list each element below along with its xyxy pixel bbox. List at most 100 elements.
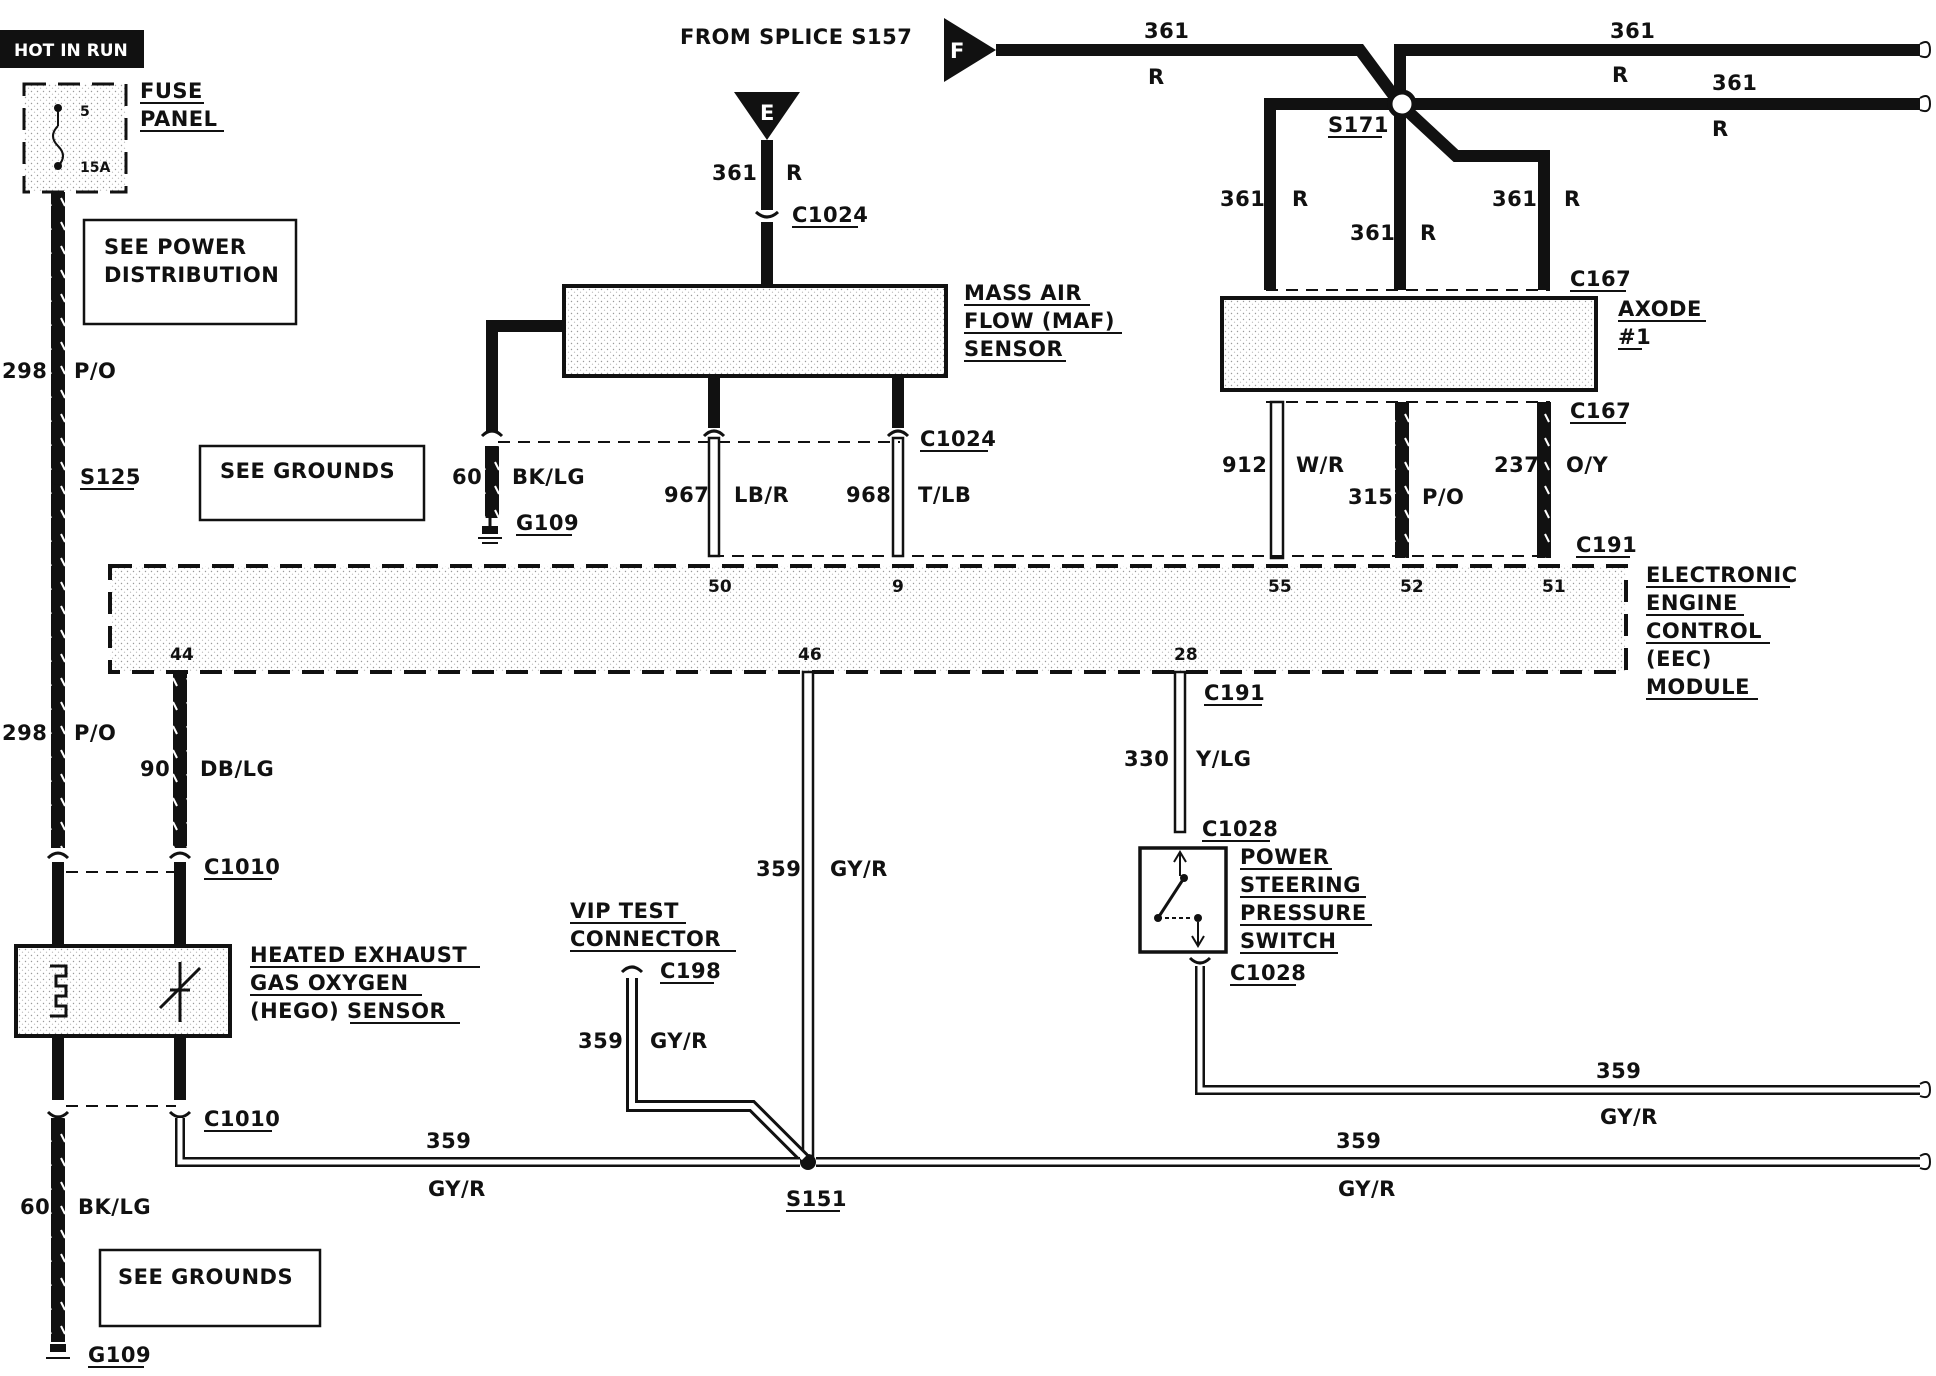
w361f1-col: R <box>1148 65 1165 89</box>
w361f3-col: R <box>1712 117 1729 141</box>
wires-361-top <box>996 41 1932 290</box>
hego-sensor <box>14 944 232 1038</box>
eec-label-4: (EEC) <box>1646 647 1712 671</box>
s125-label: S125 <box>80 465 141 489</box>
ps-label-2: STEERING <box>1240 873 1361 897</box>
eec-label-5: MODULE <box>1646 675 1750 699</box>
fuse-label-2: PANEL <box>140 107 218 131</box>
s151-label: S151 <box>786 1187 847 1211</box>
hot-in-run-text: HOT IN RUN <box>14 41 128 61</box>
vip-label-1: VIP TEST <box>570 899 679 923</box>
vip-label-2: CONNECTOR <box>570 927 721 951</box>
pin-9: 9 <box>892 577 904 597</box>
fuse-label-1: FUSE <box>140 79 203 103</box>
w359vip-num: 359 <box>578 1029 623 1053</box>
c198-label: C198 <box>660 959 721 983</box>
c1010-bot-label: C1010 <box>204 1107 280 1131</box>
w361d1-num: 361 <box>1220 187 1265 211</box>
w60b-col: BK/LG <box>78 1195 151 1219</box>
c1010-top-label: C1010 <box>204 855 280 879</box>
see-grounds-1: SEE GROUNDS <box>220 459 395 483</box>
fuse-rating: 15A <box>80 160 110 176</box>
see-grounds-2: SEE GROUNDS <box>118 1265 293 1289</box>
pin-52: 52 <box>1400 577 1424 597</box>
wire-359-vip <box>626 978 809 1163</box>
w315-num: 315 <box>1348 485 1393 509</box>
c1028-top-label: C1028 <box>1202 817 1278 841</box>
pin-51: 51 <box>1542 577 1566 597</box>
maf-label-3: SENSOR <box>964 337 1063 361</box>
w361f1-num: 361 <box>1144 19 1189 43</box>
see-power-line2: DISTRIBUTION <box>104 263 279 287</box>
maf-sensor <box>562 284 948 378</box>
c1028-bot-label: C1028 <box>1230 961 1306 985</box>
axode-label-1: AXODE <box>1618 297 1702 321</box>
w315-col: P/O <box>1422 485 1464 509</box>
wire-60-maf-ground <box>478 320 564 544</box>
w361e-col: R <box>786 161 803 185</box>
wire-359-bottom <box>175 1118 1932 1171</box>
w361f3-num: 361 <box>1712 71 1757 95</box>
hot-in-run-banner: HOT IN RUN <box>0 30 144 68</box>
w90-col: DB/LG <box>200 757 274 781</box>
w60a-num: 60 <box>452 465 482 489</box>
pin-50: 50 <box>708 577 732 597</box>
c1024-top-label: C1024 <box>792 203 868 227</box>
flag-e-text: E <box>760 101 775 125</box>
w298b-num: 298 <box>2 721 47 745</box>
wire-359-eec-to-s151 <box>800 670 816 1170</box>
pin-44: 44 <box>170 645 194 665</box>
w359br-num: 359 <box>1336 1129 1381 1153</box>
w359ps-col: GY/R <box>1600 1105 1658 1129</box>
w361d2-col: R <box>1420 221 1437 245</box>
flag-f-text: F <box>950 39 965 63</box>
w361f2-col: R <box>1612 63 1629 87</box>
g109-top-label: G109 <box>516 511 579 535</box>
w298b-col: P/O <box>74 721 116 745</box>
eec-label-2: ENGINE <box>1646 591 1738 615</box>
w968-num: 968 <box>846 483 891 507</box>
ps-label-1: POWER <box>1240 845 1329 869</box>
w361d1-col: R <box>1292 187 1309 211</box>
w359vip-col: GY/R <box>650 1029 708 1053</box>
g109-bot-label: G109 <box>88 1343 151 1367</box>
w968-col: T/LB <box>918 483 971 507</box>
w912-col: W/R <box>1296 453 1345 477</box>
splice-s171-dot <box>1387 89 1417 119</box>
w359br-col: GY/R <box>1338 1177 1396 1201</box>
w359bl-num: 359 <box>426 1129 471 1153</box>
wire-330-ylg <box>1173 670 1187 834</box>
w359bl-col: GY/R <box>428 1177 486 1201</box>
ps-label-4: SWITCH <box>1240 929 1336 953</box>
c191-bot-label: C191 <box>1204 681 1265 705</box>
w298a-col: P/O <box>74 359 116 383</box>
wire-359-ps <box>1195 966 1932 1099</box>
c167-bot-label: C167 <box>1570 399 1631 423</box>
w298a-num: 298 <box>2 359 47 383</box>
c1024-bot-label: C1024 <box>920 427 996 451</box>
power-steering-pressure-switch <box>1138 846 1228 954</box>
eec-label-1: ELECTRONIC <box>1646 563 1798 587</box>
w60a-col: BK/LG <box>512 465 585 489</box>
w361d2-num: 361 <box>1350 221 1395 245</box>
wire-361-to-maf <box>754 140 780 286</box>
ps-label-3: PRESSURE <box>1240 901 1367 925</box>
pin-28: 28 <box>1174 645 1198 665</box>
wire-60-left-ground <box>46 1118 70 1359</box>
axode-module <box>1220 296 1598 392</box>
see-grounds-box-2: SEE GROUNDS <box>98 1248 322 1328</box>
w237-col: O/Y <box>1566 453 1609 477</box>
wire-298-left <box>51 192 65 848</box>
connector-f: F <box>944 18 996 82</box>
eec-label-3: CONTROL <box>1646 619 1762 643</box>
fuse-panel: 5 15A <box>22 82 128 194</box>
wires-axode-to-eec <box>1269 400 1551 560</box>
wires-maf-to-eec <box>702 376 910 558</box>
eec-module <box>108 564 1628 674</box>
w967-col: LB/R <box>734 483 789 507</box>
s171-label: S171 <box>1328 113 1389 137</box>
w361f2-num: 361 <box>1610 19 1655 43</box>
w359main-num: 359 <box>756 857 801 881</box>
